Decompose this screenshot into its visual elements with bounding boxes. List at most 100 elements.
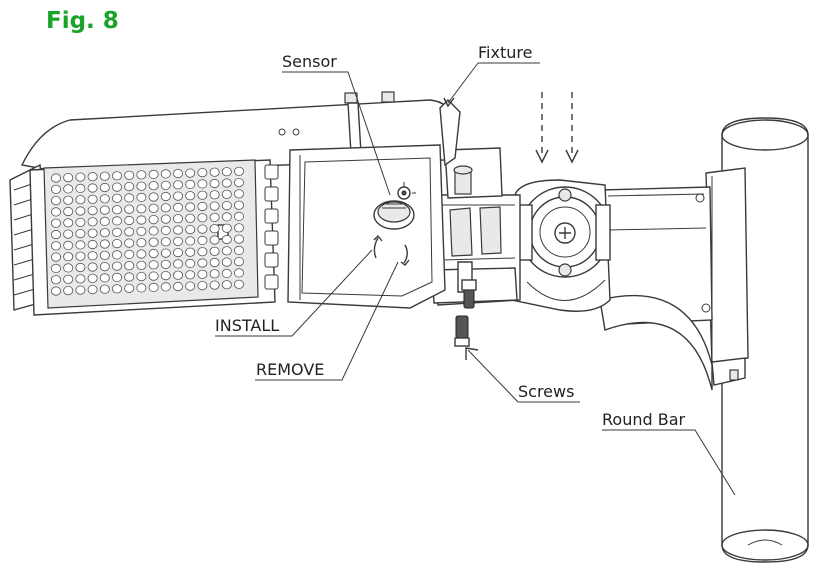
led-lens — [63, 252, 74, 262]
arm-bracket — [599, 186, 713, 391]
led-lens — [197, 235, 208, 245]
led-lens — [87, 239, 98, 250]
led-lens — [209, 246, 220, 256]
led-lens — [51, 173, 62, 183]
led-lens — [51, 241, 62, 251]
led-lens — [87, 251, 98, 261]
led-lens — [75, 217, 86, 227]
led-lens — [160, 169, 171, 179]
led-lens — [75, 229, 86, 239]
led-lens — [112, 227, 123, 237]
led-lens — [63, 229, 74, 239]
led-lens — [87, 172, 98, 182]
led-lens — [112, 216, 123, 226]
led-lens — [209, 190, 220, 200]
round-bar-label: Round Bar — [602, 410, 686, 429]
led-lens — [197, 269, 208, 279]
side-button — [264, 208, 279, 224]
leader-lines — [215, 62, 736, 496]
led-lens — [233, 234, 244, 244]
led-lens — [233, 178, 244, 188]
led-lens — [148, 260, 159, 270]
led-lens — [87, 284, 98, 295]
led-lens — [75, 240, 86, 250]
led-lens — [112, 205, 123, 215]
led-lens — [124, 283, 135, 293]
led-lens — [63, 184, 74, 194]
led-lens — [124, 215, 135, 226]
led-lens — [63, 195, 74, 205]
led-lens — [160, 237, 171, 247]
led-lens — [233, 166, 244, 176]
fixture-clamp — [429, 147, 521, 306]
led-lens — [185, 281, 196, 291]
led-lens — [124, 227, 135, 237]
led-lens — [185, 168, 196, 178]
led-lens — [160, 191, 171, 202]
led-lens — [124, 182, 135, 192]
led-lens — [99, 182, 110, 193]
led-lens — [197, 213, 208, 223]
led-lens — [75, 285, 86, 295]
led-lens — [233, 223, 244, 233]
led-lens — [63, 218, 74, 228]
led-lens — [99, 216, 110, 226]
led-lens — [99, 194, 110, 204]
led-lens — [51, 229, 62, 240]
led-lens — [185, 213, 196, 223]
led-lens — [87, 206, 98, 216]
led-lens — [51, 184, 62, 194]
led-lens — [99, 250, 110, 260]
led-lens — [51, 263, 62, 273]
led-lens — [136, 283, 147, 293]
led-lens — [185, 258, 196, 268]
led-lens — [112, 261, 123, 271]
led-lens — [172, 248, 183, 258]
led-lens — [87, 217, 98, 227]
led-lens — [160, 282, 171, 292]
led-lens — [99, 228, 110, 238]
led-lens — [172, 214, 183, 224]
led-lens — [148, 226, 159, 236]
led-lens — [148, 169, 159, 179]
led-lens — [99, 171, 110, 181]
side-button — [264, 274, 279, 290]
led-lens — [63, 206, 74, 217]
led-lens — [148, 203, 159, 213]
side-button — [264, 252, 279, 268]
led-lens — [75, 206, 86, 216]
led-lens — [136, 181, 147, 191]
led-lens — [148, 248, 159, 259]
side-button — [264, 164, 279, 180]
side-button-column — [264, 164, 279, 290]
led-lens — [197, 201, 208, 212]
led-lens — [172, 259, 183, 269]
led-lens — [221, 257, 232, 267]
led-lens — [172, 180, 183, 190]
led-lens — [112, 193, 123, 203]
led-lens — [112, 239, 123, 249]
led-lens — [209, 178, 220, 189]
led-lens — [160, 270, 171, 281]
swivel-knuckle — [511, 179, 611, 312]
led-lens — [148, 271, 159, 281]
led-lens — [160, 180, 171, 190]
led-lens — [233, 279, 244, 289]
led-lens — [124, 249, 135, 259]
led-lens — [112, 284, 123, 294]
led-lens — [172, 191, 183, 201]
led-lens — [136, 260, 147, 270]
led-lens — [172, 270, 183, 280]
led-lens — [136, 192, 147, 202]
mounting-plate — [705, 167, 749, 386]
led-lens — [209, 235, 220, 245]
led-lens — [124, 238, 135, 248]
led-lens — [233, 211, 244, 221]
led-lens — [148, 181, 159, 191]
led-lens — [63, 263, 74, 273]
led-lens — [197, 258, 208, 268]
led-lens — [136, 170, 147, 180]
led-lens — [124, 170, 135, 180]
led-lens — [136, 204, 147, 214]
